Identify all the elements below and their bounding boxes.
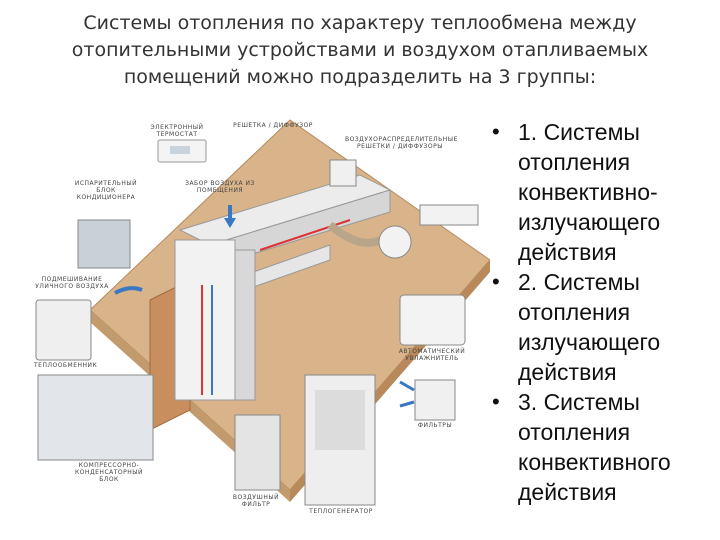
bullet-2-line-3: излучающего: [518, 329, 661, 355]
label-distribution: Воздухораспределительные решетки / диффу…: [345, 136, 458, 150]
hvac-illustration: [35, 119, 490, 506]
bullet-list: • 1. Системы отопления конвективно- излу…: [488, 117, 718, 507]
slide-title: Системы отопления по характеру теплообме…: [40, 10, 680, 91]
label-generator: Теплогенератор: [309, 508, 373, 515]
label-air-intake: Забор воздуха из помещения: [185, 180, 255, 194]
bullet-3-line-2: отопления: [518, 419, 631, 445]
bullet-1-line-2: отопления: [518, 149, 631, 175]
round-diffuser: [378, 225, 412, 259]
condenser-unit-small: [234, 414, 281, 491]
label-filters: Фильтры: [417, 422, 453, 429]
flex-duct: [327, 221, 382, 247]
bullet-2-line-1: 2. Системы: [518, 269, 640, 295]
wall-grille: [419, 204, 479, 226]
filter-unit: [414, 379, 456, 421]
bullet-marker: •: [492, 119, 500, 144]
bullet-item-2: • 2. Системы отопления излучающего дейст…: [488, 267, 718, 387]
bullet-1-line-4: излучающего: [518, 209, 661, 235]
humidifier-device: [399, 294, 466, 346]
filter-airflow-arrows: [399, 380, 415, 408]
bullet-3-line-4: действия: [518, 479, 617, 505]
bullet-marker: •: [492, 389, 500, 414]
outside-air-arrow: [114, 286, 143, 295]
bullet-1-line-3: конвективно-: [518, 179, 658, 205]
condenser-unit-large: [37, 374, 154, 461]
label-recuperator: Теплообменник: [34, 362, 98, 369]
label-humidifier: Автоматический увлажнитель: [398, 348, 466, 362]
label-air-unit: Воздушный фильтр: [232, 494, 280, 508]
vertical-plenum: [174, 239, 236, 401]
label-thermostat: Электронный термостат: [150, 124, 204, 138]
bullet-2-line-2: отопления: [518, 299, 631, 325]
bullet-item-3: • 3. Системы отопления конвективного дей…: [488, 387, 718, 507]
bullet-2-line-4: действия: [518, 359, 617, 385]
evaporator-coil: [77, 219, 131, 269]
ceiling-diffuser: [329, 159, 357, 187]
label-fancoil: Испарительный блок кондиционера: [74, 180, 138, 201]
label-outside-air: Подмешивание уличного воздуха: [35, 276, 109, 290]
bullet-1-line-1: 1. Системы: [518, 119, 640, 145]
hvac-system-diagram: Электронный термостат Решетка / диффузор…: [30, 110, 490, 530]
title-line-1: Системы отопления по характеру теплообме…: [83, 12, 637, 34]
thermostat-display: [170, 146, 190, 154]
bullet-3-line-1: 3. Системы: [518, 389, 640, 415]
plenum-side: [234, 249, 256, 401]
label-compressor: Компрессорно-конденсаторный блок: [74, 462, 144, 483]
intake-arrow-head: [224, 218, 236, 228]
title-line-3: помещений можно подразделить на 3 группы…: [123, 66, 597, 88]
bullet-item-1: • 1. Системы отопления конвективно- излу…: [488, 117, 718, 267]
bullet-marker: •: [492, 269, 500, 294]
bullet-3-line-3: конвективного: [518, 449, 671, 475]
bullet-1-line-5: действия: [518, 239, 617, 265]
heat-generator-panel: [315, 390, 365, 450]
heat-exchanger-unit: [35, 299, 92, 361]
title-line-2: отопительными устройствами и воздухом от…: [71, 39, 649, 61]
label-diffuser: Решетка / диффузор: [233, 122, 313, 129]
